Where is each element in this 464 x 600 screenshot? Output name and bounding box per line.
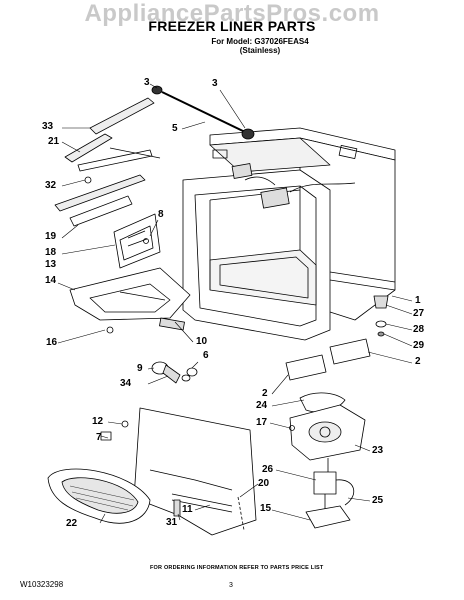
callout-16: 16 bbox=[46, 337, 58, 348]
callout-22: 22 bbox=[66, 518, 78, 529]
misc-small-parts-drawing bbox=[173, 496, 245, 531]
motor-drawing bbox=[305, 458, 355, 529]
callout-33: 33 bbox=[42, 121, 54, 132]
callout-9: 9 bbox=[137, 363, 143, 374]
callout-34: 34 bbox=[120, 378, 132, 389]
callout-20: 20 bbox=[258, 478, 270, 489]
right-fasteners-drawing bbox=[373, 295, 389, 337]
callout-21: 21 bbox=[48, 136, 60, 147]
page-number: 3 bbox=[229, 582, 233, 589]
callout-3a: 3 bbox=[144, 77, 150, 88]
page-title: FREEZER LINER PARTS bbox=[148, 18, 316, 34]
callout-17: 17 bbox=[256, 417, 268, 428]
callout-24: 24 bbox=[256, 400, 268, 411]
callout-19: 19 bbox=[45, 231, 57, 242]
callout-8: 8 bbox=[158, 209, 164, 220]
leader-lines bbox=[57, 83, 413, 524]
fan-assembly-drawing bbox=[289, 392, 366, 461]
callout-27: 27 bbox=[413, 308, 425, 319]
freezer-liner-drawing bbox=[182, 127, 396, 341]
pad-drawing bbox=[285, 338, 371, 381]
callout-23: 23 bbox=[372, 445, 384, 456]
callout-14: 14 bbox=[45, 275, 57, 286]
callout-1: 1 bbox=[415, 295, 421, 306]
callout-26: 26 bbox=[262, 464, 274, 475]
lower-rail-drawing bbox=[54, 174, 146, 227]
ordering-note: FOR ORDERING INFORMATION REFER TO PARTS … bbox=[150, 565, 324, 571]
callout-6: 6 bbox=[203, 350, 209, 361]
callout-31: 31 bbox=[166, 517, 178, 528]
callout-28: 28 bbox=[413, 324, 425, 335]
callout-10: 10 bbox=[196, 336, 208, 347]
duct-cover-drawing bbox=[69, 267, 191, 334]
damper-housing-drawing bbox=[113, 213, 161, 269]
model-line: For Model: G37026FEAS4 bbox=[211, 37, 309, 46]
site-watermark: AppliancePartsPros.com bbox=[84, 0, 380, 27]
sensor-drawing bbox=[151, 361, 198, 384]
callout-3b: 3 bbox=[212, 78, 218, 89]
upper-rail-drawing bbox=[64, 97, 161, 172]
document-number: W10323298 bbox=[20, 580, 64, 589]
callout-5: 5 bbox=[172, 123, 178, 134]
callout-12: 12 bbox=[92, 416, 104, 427]
callout-18: 18 bbox=[45, 247, 57, 258]
callout-29: 29 bbox=[413, 340, 425, 351]
callout-15: 15 bbox=[260, 503, 272, 514]
callout-2b: 2 bbox=[262, 388, 268, 399]
grille-drawing bbox=[47, 468, 151, 524]
callout-13: 13 bbox=[45, 259, 57, 270]
callout-11: 11 bbox=[182, 504, 193, 515]
callout-25: 25 bbox=[372, 495, 384, 506]
rod-assembly-drawing bbox=[151, 85, 255, 140]
callout-32: 32 bbox=[45, 180, 57, 191]
finish-line: (Stainless) bbox=[239, 46, 281, 55]
callout-2a: 2 bbox=[415, 356, 421, 367]
callout-7: 7 bbox=[96, 432, 102, 443]
evaporator-cover-drawing bbox=[100, 407, 257, 536]
